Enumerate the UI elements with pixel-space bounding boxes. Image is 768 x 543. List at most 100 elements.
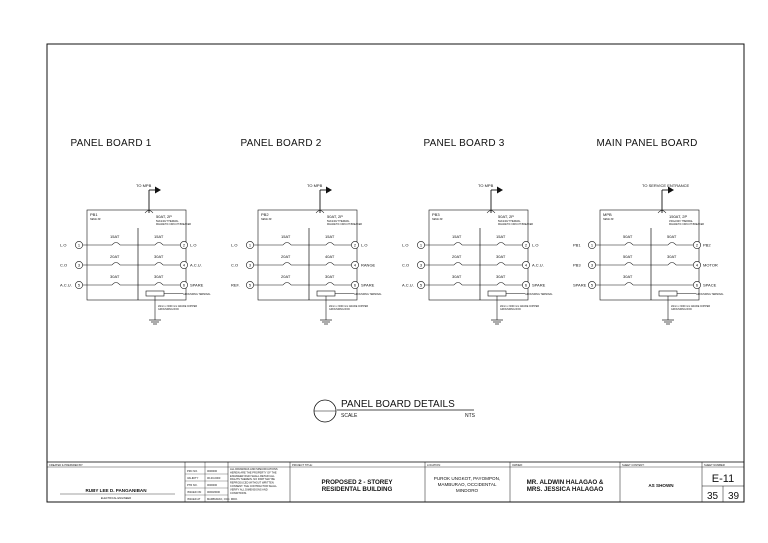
- circuit-label: L.O: [60, 243, 66, 248]
- license-value: 0000000: [207, 483, 218, 487]
- circuit-number: 1: [591, 243, 594, 248]
- circuit-number: 3: [591, 263, 594, 268]
- breaker-rating: 30AT: [452, 274, 462, 279]
- breaker-icon: [111, 262, 121, 266]
- circuit-number: 6: [354, 283, 357, 288]
- circuit-label: L.O: [231, 243, 237, 248]
- circuit-label: RANGE: [361, 263, 376, 268]
- breaker-icon: [111, 242, 121, 246]
- circuit-label: SPARE: [361, 283, 375, 288]
- arrow-icon: [155, 186, 161, 194]
- main-breaker-icon: [486, 210, 496, 214]
- ground-rod-note: 20mm x 3000 mm GRADE COPPER: [329, 305, 368, 308]
- circuit-label: MOTOR: [703, 263, 718, 268]
- license-key: VALIDITY: [187, 476, 199, 480]
- panel-enclosure-type: NEMA 3R: [432, 218, 443, 221]
- circuit-number-bubble: [75, 261, 83, 269]
- circuit-number-bubble: [417, 281, 425, 289]
- location-line: MINDORO: [456, 488, 479, 493]
- license-value: 00/00/0000: [207, 490, 221, 494]
- disclaimer-line: ENGINEER WHO SHALL RETAIN ALL: [230, 474, 275, 478]
- circuit-label: L.O: [402, 243, 408, 248]
- breaker-rating: 30AT: [325, 274, 335, 279]
- circuit-right-6: 30AT 6 SPARE: [309, 274, 375, 289]
- breaker-icon: [325, 282, 335, 286]
- breaker-rating: 20AT: [452, 254, 462, 259]
- sheet-content-value: AS SHOWN: [648, 483, 674, 488]
- panel-title: PANEL BOARD 3: [424, 138, 505, 149]
- arrow-icon: [497, 186, 503, 194]
- breaker-rating: 20AT: [281, 254, 291, 259]
- circuit-number: 4: [354, 263, 357, 268]
- disclaimer-line: VERIFY ALL DIMENSIONS AND: [230, 487, 268, 491]
- circuit-label: A.C.U.: [190, 263, 202, 268]
- breaker-rating: 30AT: [110, 274, 120, 279]
- circuit-number-bubble: [588, 261, 596, 269]
- circuit-number: 5: [78, 283, 81, 288]
- breaker-rating: 15AT: [452, 234, 462, 239]
- disclaimer-line: HEREIN ARE THE PROPERTY OF THE: [230, 470, 277, 474]
- disclaimer-line: CONDITIONS.: [230, 491, 247, 495]
- breaker-rating: 15AT: [496, 234, 506, 239]
- title-block: CREATED & PREPARED BY: RUBY LEE D. PANGA…: [46, 461, 745, 503]
- breaker-icon: [496, 282, 506, 286]
- created-label: CREATED & PREPARED BY:: [49, 463, 83, 467]
- breaker-rating: 30AT: [496, 254, 506, 259]
- grounding-terminal-icon: [658, 290, 678, 297]
- circuit-number: 6: [183, 283, 186, 288]
- location-line: PUROK UNGKOT, PAYOMPON,: [434, 476, 500, 481]
- disclaimer-line: CONSENT. THE CONTRACTOR SHALL: [230, 484, 277, 488]
- sheet-number-label: SHEET NUMBER:: [704, 463, 726, 467]
- grounding-terminal-icon: [316, 290, 336, 297]
- circuit-number: 4: [183, 263, 186, 268]
- circuit-number-bubble: [417, 241, 425, 249]
- license-value: 0000000: [207, 469, 218, 473]
- grounding-terminal-label: GROUNDING TERMINAL: [354, 293, 382, 296]
- panel-enclosure-type: NEMA 3R: [261, 218, 272, 221]
- main-breaker-rating: 50AT, 2P: [327, 214, 343, 219]
- engineer-title: ELECTRICAL ENGINEER: [101, 496, 131, 500]
- circuit-label: PB1: [573, 243, 581, 248]
- circuit-number: 3: [78, 263, 81, 268]
- circuit-number-bubble: [693, 281, 701, 289]
- main-breaker-note: 50A/240V THERMAL: [156, 220, 179, 223]
- breaker-rating: 50AT: [623, 234, 633, 239]
- breaker-icon: [325, 242, 335, 246]
- breaker-rating: 20AT: [110, 254, 120, 259]
- circuit-number-bubble: [522, 241, 530, 249]
- circuit-number-bubble: [246, 261, 254, 269]
- circuit-number-bubble: [180, 261, 188, 269]
- panel-name: PB2: [261, 212, 269, 217]
- circuit-number: 5: [420, 283, 423, 288]
- circuit-label: REF.: [231, 283, 240, 288]
- circuit-label: SPARE: [532, 283, 546, 288]
- circuit-number-bubble: [351, 281, 359, 289]
- breaker-rating: 30AT: [154, 254, 164, 259]
- panel-enclosure-type: NEMA 3R: [603, 218, 614, 221]
- breaker-icon: [667, 242, 677, 246]
- breaker-rating: 15AT: [325, 234, 335, 239]
- grounding-terminal-icon: [145, 290, 165, 297]
- circuit-label: C.O: [231, 263, 238, 268]
- breaker-icon: [624, 242, 634, 246]
- panel-board-details-label: PANEL BOARD DETAILS SCALE NTS: [313, 399, 476, 423]
- main-breaker-note: MAGNETIC CIRCUIT BREAKER: [669, 223, 704, 226]
- disclaimer-line: REPRODUCED WITHOUT WRITTEN: [230, 481, 274, 485]
- circuit-number-bubble: [588, 281, 596, 289]
- circuit-number: 1: [249, 243, 252, 248]
- grounding-terminal-icon: [487, 290, 507, 297]
